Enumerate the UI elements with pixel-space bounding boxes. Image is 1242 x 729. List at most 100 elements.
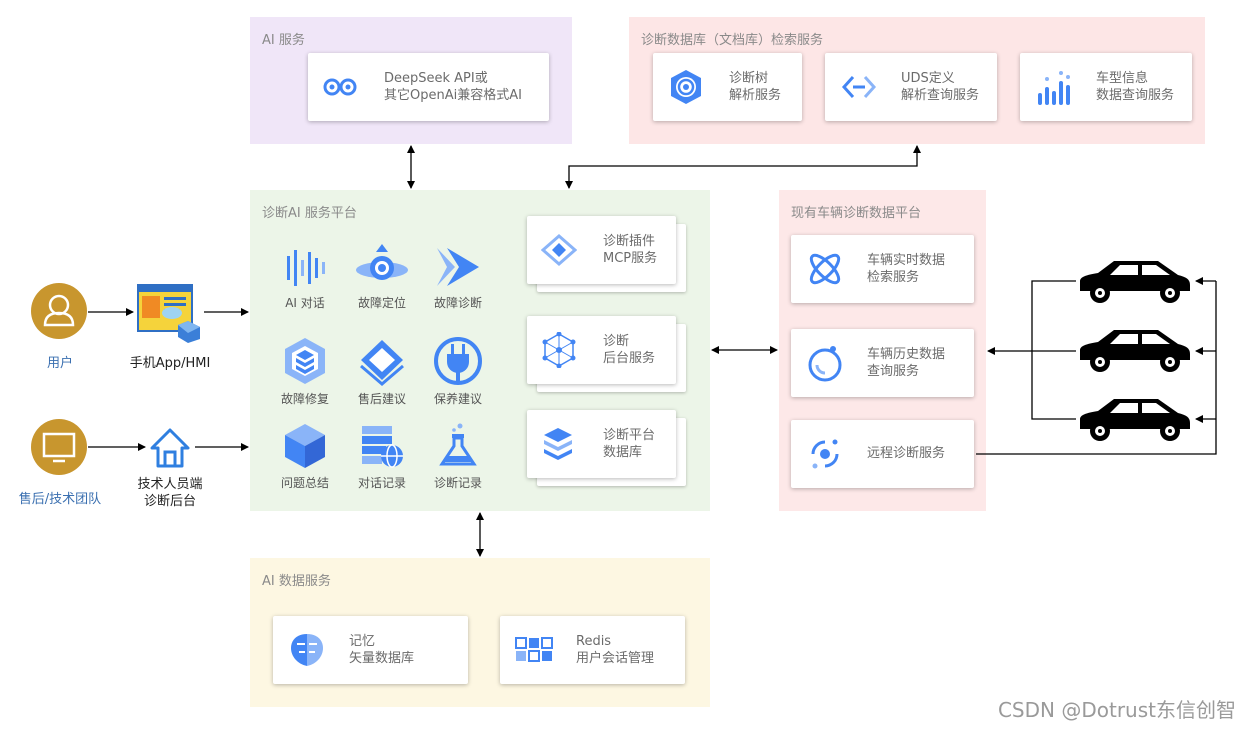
deepseek-line1: DeepSeek API或 <box>384 71 488 86</box>
app-hmi-icon[interactable] <box>136 283 202 343</box>
tool-fault-repair-label: 故障修复 <box>280 392 329 406</box>
maintenance-icon <box>434 337 482 385</box>
diag-tree-line1: 诊断树 <box>729 71 769 86</box>
arrow-platform-docdb <box>565 145 921 189</box>
realtime-line2: 检索服务 <box>867 270 920 285</box>
backend-service-line1: 诊断 <box>603 334 630 349</box>
tool-fault-diagnose-label: 故障诊断 <box>433 296 482 310</box>
vehicle-info-line1: 车型信息 <box>1096 71 1149 86</box>
team-avatar[interactable] <box>31 419 87 475</box>
history-line2: 查询服务 <box>867 364 920 379</box>
ai-services-region: AI 服务 DeepSeek API或 其它OpenAi兼容格式AI <box>250 17 572 144</box>
backend-service-line2: 后台服务 <box>603 351 656 366</box>
deepseek-line2: 其它OpenAi兼容格式AI <box>384 88 522 103</box>
tool-ai-chat-label: AI 对话 <box>285 296 325 310</box>
car-2 <box>1076 326 1194 374</box>
tool-fault-locate[interactable]: 故障定位 <box>347 242 417 311</box>
team-label: 售后/技术团队 <box>18 492 102 507</box>
car-3 <box>1076 395 1194 443</box>
history-data-icon <box>808 346 842 382</box>
remote-diag-bus <box>976 281 1217 455</box>
diag-tree-icon <box>671 70 701 104</box>
mcp-line2: MCP服务 <box>603 251 658 266</box>
platform-db-line2: 数据库 <box>603 445 643 460</box>
app-hmi-label: 手机App/HMI <box>129 356 211 371</box>
vehicle-platform-title: 现有车辆诊断数据平台 <box>791 206 922 221</box>
tool-fault-repair[interactable]: 故障修复 <box>270 336 340 407</box>
watermark: CSDN @Dotrust东信创智 <box>997 698 1236 722</box>
redis-card[interactable]: Redis 用户会话管理 <box>500 616 685 684</box>
platform-db-card[interactable]: 诊断平台 数据库 <box>527 410 676 478</box>
brain-icon <box>291 634 323 666</box>
ai-data-title: AI 数据服务 <box>262 574 331 589</box>
doc-db-title: 诊断数据库（文档库）检索服务 <box>641 33 824 48</box>
vehicle-info-line2: 数据查询服务 <box>1096 88 1175 103</box>
tool-maintenance-label: 保养建议 <box>433 392 482 406</box>
monitor-icon <box>42 432 76 463</box>
ai-chat-icon <box>287 250 325 286</box>
aftersales-icon <box>360 340 404 386</box>
memory-line2: 矢量数据库 <box>349 651 415 666</box>
tool-summary[interactable]: 问题总结 <box>270 422 340 491</box>
platform-region: 诊断AI 服务平台 AI 对话 故障定位 故障诊断 <box>250 190 710 511</box>
tool-diag-record-label: 诊断记录 <box>433 476 482 490</box>
user-avatar[interactable] <box>31 283 87 339</box>
platform-db-line1: 诊断平台 <box>603 428 656 443</box>
mcp-card[interactable]: 诊断插件 MCP服务 <box>527 216 676 284</box>
history-data-card[interactable]: 车辆历史数据 查询服务 <box>791 329 974 397</box>
user-label: 用户 <box>46 356 73 371</box>
tool-aftersales[interactable]: 售后建议 <box>347 336 417 407</box>
vehicle-info-card[interactable]: 车型信息 数据查询服务 <box>1020 53 1192 121</box>
ai-data-region: AI 数据服务 记忆 矢量数据库 Redis 用户会话管理 <box>250 558 710 707</box>
realtime-data-icon <box>809 253 841 285</box>
uds-icon <box>841 75 877 99</box>
remote-diag-icon <box>811 439 839 469</box>
history-line1: 车辆历史数据 <box>867 347 946 362</box>
fault-repair-icon <box>285 338 325 384</box>
diag-tree-card[interactable]: 诊断树 解析服务 <box>653 53 802 121</box>
doc-db-region: 诊断数据库（文档库）检索服务 诊断树 解析服务 UDS定义 解析查询服务 <box>629 17 1205 144</box>
home-icon[interactable] <box>148 426 192 470</box>
memory-card[interactable]: 记忆 矢量数据库 <box>273 616 468 684</box>
diag-record-icon <box>439 423 477 466</box>
tool-chat-record[interactable]: 对话记录 <box>347 422 417 491</box>
uds-line2: 解析查询服务 <box>901 88 980 103</box>
redis-line2: 用户会话管理 <box>576 651 655 666</box>
redis-grid-icon <box>515 637 553 662</box>
backend-client-label: 技术人员端 诊断后台 <box>120 476 220 510</box>
memory-line1: 记忆 <box>349 634 376 649</box>
tool-chat-record-label: 对话记录 <box>357 476 406 490</box>
deepseek-card[interactable]: DeepSeek API或 其它OpenAi兼容格式AI <box>308 53 549 121</box>
uds-card[interactable]: UDS定义 解析查询服务 <box>825 53 997 121</box>
car-1 <box>1076 257 1194 305</box>
cars-left-bus <box>1031 280 1076 420</box>
user-icon <box>43 294 75 327</box>
backend-client-line2: 诊断后台 <box>143 494 196 509</box>
chat-record-icon <box>362 426 403 468</box>
fault-diagnose-icon <box>437 248 479 286</box>
tool-summary-label: 问题总结 <box>280 476 329 490</box>
backend-client-line1: 技术人员端 <box>137 477 203 492</box>
tool-diag-record[interactable]: 诊断记录 <box>423 422 493 491</box>
tool-aftersales-label: 售后建议 <box>357 392 406 406</box>
car-icon <box>1080 330 1190 372</box>
mcp-icon <box>541 234 577 266</box>
mcp-line1: 诊断插件 <box>603 234 656 249</box>
backend-service-card[interactable]: 诊断 后台服务 <box>527 316 676 384</box>
ai-services-title: AI 服务 <box>262 33 305 48</box>
tool-ai-chat[interactable]: AI 对话 <box>270 246 340 311</box>
database-layers-icon <box>544 428 572 460</box>
summary-icon <box>285 424 325 468</box>
diag-tree-line2: 解析服务 <box>729 88 782 103</box>
vehicle-info-icon <box>1038 71 1070 105</box>
fault-locate-icon <box>356 244 408 280</box>
realtime-data-card[interactable]: 车辆实时数据 检索服务 <box>791 235 974 303</box>
remote-diag-card[interactable]: 远程诊断服务 <box>791 420 974 488</box>
tool-maintenance[interactable]: 保养建议 <box>423 336 493 407</box>
realtime-line1: 车辆实时数据 <box>867 253 946 268</box>
tool-fault-diagnose[interactable]: 故障诊断 <box>423 244 493 311</box>
platform-title: 诊断AI 服务平台 <box>262 206 357 221</box>
redis-line1: Redis <box>576 634 612 649</box>
car-icon <box>1080 261 1190 303</box>
backend-network-icon <box>542 332 576 368</box>
